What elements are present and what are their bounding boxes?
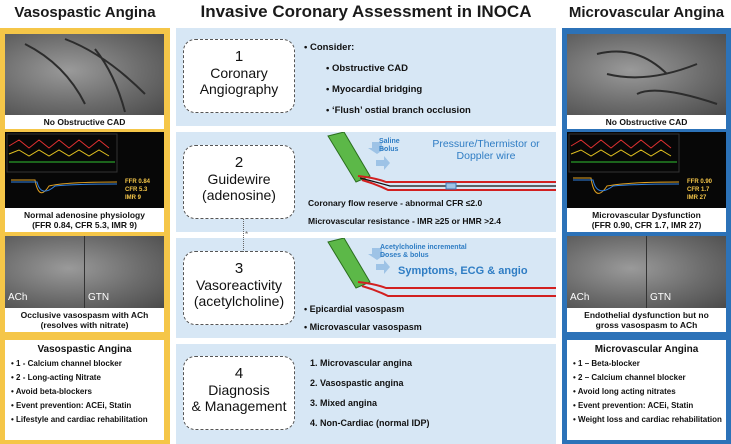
guidewire-diagram xyxy=(327,132,556,191)
vasospasm-caption: Occlusive vasospasm with ACh(resolves wi… xyxy=(5,308,164,332)
step-title: Diagnosis& Management xyxy=(191,382,287,414)
list-item: • Epicardial vasospasm xyxy=(304,304,405,314)
ffr-label: FFR 0.84 xyxy=(125,179,151,185)
cfr-label: CFR 5.3 xyxy=(125,187,148,193)
imr-label: IMR 27 xyxy=(687,195,707,201)
step-title: Guidewire(adenosine) xyxy=(202,171,276,203)
ach-gtn-image: ACh GTN xyxy=(567,236,726,308)
list-item: • Consider: xyxy=(304,42,355,53)
gtn-label: GTN xyxy=(88,292,110,303)
ach-gtn-image: ACh GTN xyxy=(5,236,164,308)
step-title: Vasoreactivity(acetylcholine) xyxy=(193,277,285,309)
box-title: Vasospastic Angina xyxy=(37,344,132,355)
list-item: • Avoid beta-blockers xyxy=(11,387,92,396)
list-item: 4. Non-Cardiac (normal IDP) xyxy=(310,418,430,428)
step-number: 3 xyxy=(234,260,244,277)
step-box-4: 4 Diagnosis& Management xyxy=(183,356,295,430)
list-item: Coronary flow reserve - abnormal CFR ≤2.… xyxy=(308,198,483,208)
physiology-trace: FFR 0.90 CFR 1.7 IMR 27 xyxy=(567,132,726,208)
ach-label: ACh xyxy=(8,292,28,303)
list-item: • Obstructive CAD xyxy=(326,63,408,74)
center-header: Invasive Coronary Assessment in INOCA xyxy=(200,2,532,21)
list-item: • Avoid long acting nitrates xyxy=(573,387,676,396)
list-item: • Microvascular vasospasm xyxy=(304,322,422,332)
list-item: 3. Mixed angina xyxy=(310,398,378,408)
imr-label: IMR 9 xyxy=(125,195,142,201)
list-item: • 2 – Calcium channel blocker xyxy=(573,373,686,382)
list-item: • Event prevention: ACEi, Statin xyxy=(573,401,694,410)
vasospastic-treatment-box: Vasospastic Angina • 1 - Calcium channel… xyxy=(5,340,164,440)
box-title: Microvascular Angina xyxy=(594,344,699,355)
left-header: Vasospastic Angina xyxy=(14,4,156,21)
list-item: • Weight loss and cardiac rehabilitation xyxy=(573,415,722,424)
step-row-4: 4 Diagnosis& Management 1. Microvascular… xyxy=(176,344,556,444)
vasoreactivity-diagram xyxy=(327,238,556,297)
trace-caption: Normal adenosine physiology(FFR 0.84, CF… xyxy=(5,208,164,232)
image-caption: No Obstructive CAD xyxy=(567,115,726,129)
vessel-illustration xyxy=(24,38,146,113)
ach-label: ACh xyxy=(570,292,590,303)
step-details: 1. Microvascular angina 2. Vasospastic a… xyxy=(310,358,550,438)
left-panel: No Obstructive CAD FFR 0.84 CFR 5.3 IMR … xyxy=(0,28,170,444)
list-item: • Lifestyle and cardiac rehabilitation xyxy=(11,415,148,424)
physiology-trace: FFR 0.84 CFR 5.3 IMR 9 xyxy=(5,132,164,208)
step-box-3: 3 Vasoreactivity(acetylcholine) xyxy=(183,251,295,325)
symptoms-label: Symptoms, ECG & angio xyxy=(398,265,528,277)
right-header: Microvascular Angina xyxy=(568,4,725,21)
microvascular-treatment-box: Microvascular Angina • 1 – Beta-blocker … xyxy=(567,340,726,440)
step-box-2: 2 Guidewire(adenosine) xyxy=(183,145,295,219)
cfr-label: CFR 1.7 xyxy=(687,187,710,193)
list-item: • Myocardial bridging xyxy=(326,84,423,95)
step-number: 2 xyxy=(234,154,244,171)
step-details: Coronary flow reserve - abnormal CFR ≤2.… xyxy=(308,198,553,236)
step-details: • Epicardial vasospasm • Microvascular v… xyxy=(304,304,549,342)
list-item: 2. Vasospastic angina xyxy=(310,378,404,388)
angiogram-image xyxy=(567,34,726,115)
gtn-label: GTN xyxy=(650,292,672,303)
list-item: • 2 - Long-acting Nitrate xyxy=(11,373,101,382)
pressure-trace-graph xyxy=(568,133,680,194)
step-number: 4 xyxy=(234,365,244,382)
list-item: • 1 – Beta-blocker xyxy=(573,359,640,368)
ffr-label: FFR 0.90 xyxy=(687,179,713,185)
dotted-connector xyxy=(243,219,244,252)
list-item: • Event prevention: ACEi, Statin xyxy=(11,401,132,410)
right-panel: No Obstructive CAD FFR 0.90 CFR 1.7 IMR … xyxy=(562,28,731,444)
list-item: Microvascular resistance - IMR ≥25 or HM… xyxy=(308,216,501,226)
trace-caption: Microvascular Dysfunction(FFR 0.90, CFR … xyxy=(567,208,726,232)
list-item: • 1 - Calcium channel blocker xyxy=(11,359,122,368)
vessel-illustration xyxy=(596,50,718,105)
list-item: 1. Microvascular angina xyxy=(310,358,413,368)
step-number: 1 xyxy=(234,48,244,65)
list-item: • ‘Flush’ ostial branch occlusion xyxy=(326,105,471,116)
connector-mark: * xyxy=(245,230,249,239)
image-caption: No Obstructive CAD xyxy=(5,115,164,129)
step-row-3: 3 Vasoreactivity(acetylcholine) Acetylch… xyxy=(176,238,556,338)
pressure-trace-graph xyxy=(6,133,118,194)
angiogram-image xyxy=(5,34,164,115)
step-details: • Consider: • Obstructive CAD • Myocardi… xyxy=(304,42,549,126)
